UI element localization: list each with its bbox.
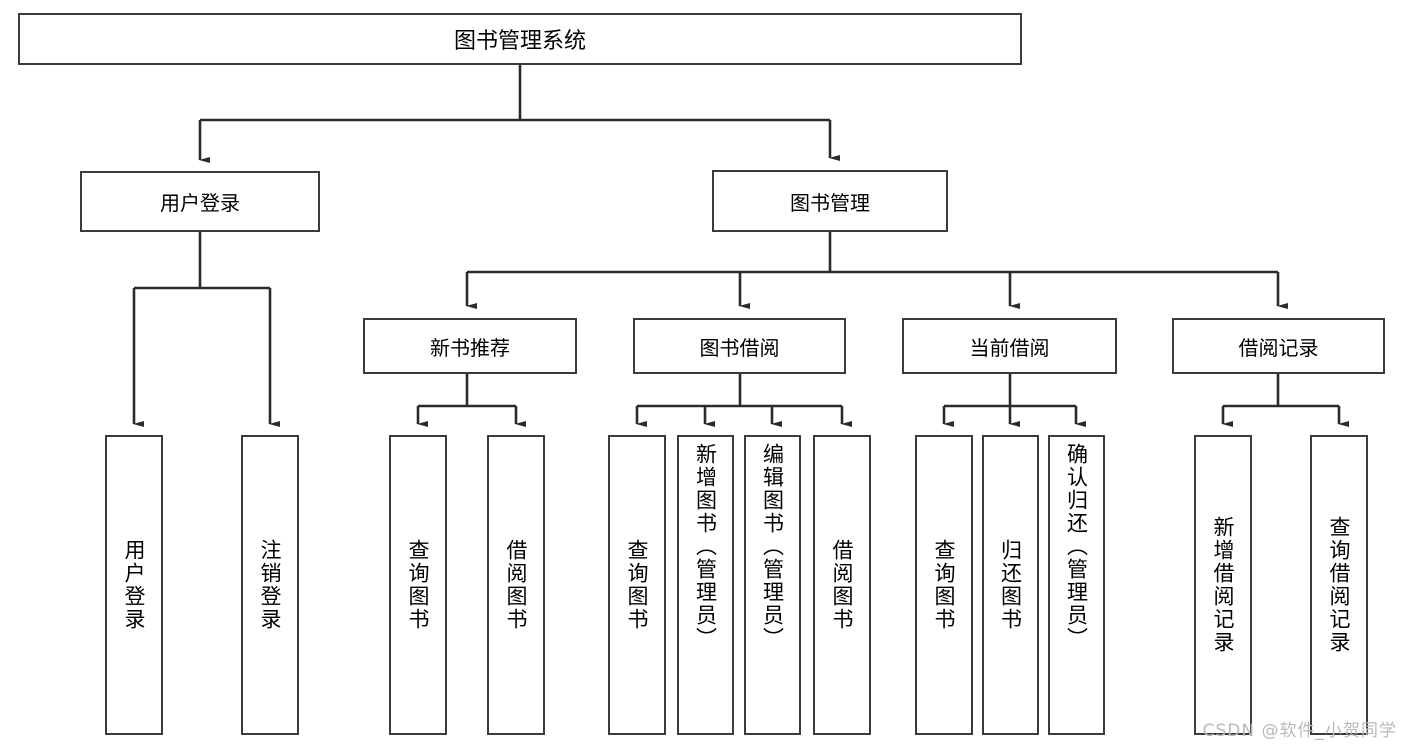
leaf-book-borrow-query[interactable]: 查询图书	[608, 435, 666, 735]
watermark: CSDN @软件_小贺同学	[1202, 721, 1397, 741]
node-label: 借阅记录	[1238, 335, 1319, 360]
node-label: 确认归还（管理员）	[1064, 443, 1089, 650]
node-label: 新增图书（管理员）	[693, 443, 718, 650]
node-current-borrow[interactable]: 当前借阅	[902, 318, 1117, 374]
leaf-borrow-record-query[interactable]: 查询借阅记录	[1310, 435, 1368, 735]
node-label: 注销登录	[258, 539, 283, 631]
node-label: 用户登录	[160, 191, 240, 215]
leaf-book-borrow-borrow[interactable]: 借阅图书	[813, 435, 871, 735]
node-label: 编辑图书（管理员）	[760, 443, 785, 650]
node-label: 查询图书	[625, 539, 650, 631]
node-user-login[interactable]: 用户登录	[80, 171, 320, 232]
node-root-system[interactable]: 图书管理系统	[18, 13, 1022, 65]
node-label: 查询图书	[406, 539, 431, 631]
leaf-new-book-query[interactable]: 查询图书	[389, 435, 447, 735]
leaf-current-borrow-confirm-return[interactable]: 确认归还（管理员）	[1048, 435, 1105, 735]
leaf-current-borrow-query[interactable]: 查询图书	[915, 435, 973, 735]
node-label: 用户登录	[122, 539, 147, 631]
leaf-user-login-login[interactable]: 用户登录	[105, 435, 163, 735]
node-label: 当前借阅	[969, 335, 1050, 360]
node-new-book-recommend[interactable]: 新书推荐	[363, 318, 577, 374]
node-label: 图书管理系统	[453, 29, 586, 54]
node-label: 新书推荐	[430, 335, 510, 360]
node-label: 查询借阅记录	[1327, 516, 1352, 654]
leaf-borrow-record-add[interactable]: 新增借阅记录	[1194, 435, 1252, 735]
node-label: 归还图书	[998, 539, 1023, 631]
leaf-user-login-logout[interactable]: 注销登录	[241, 435, 299, 735]
node-borrow-record[interactable]: 借阅记录	[1172, 318, 1385, 374]
node-label: 图书管理	[790, 190, 870, 215]
node-book-borrow[interactable]: 图书借阅	[633, 318, 846, 374]
leaf-book-borrow-edit[interactable]: 编辑图书（管理员）	[744, 435, 801, 735]
node-label: 图书借阅	[699, 335, 780, 360]
leaf-book-borrow-add[interactable]: 新增图书（管理员）	[677, 435, 734, 735]
node-label: 借阅图书	[830, 539, 855, 631]
leaf-current-borrow-return[interactable]: 归还图书	[982, 435, 1039, 735]
node-label: 查询图书	[932, 539, 957, 631]
node-book-management[interactable]: 图书管理	[712, 170, 948, 232]
node-label: 新增借阅记录	[1211, 516, 1236, 654]
leaf-new-book-borrow[interactable]: 借阅图书	[487, 435, 545, 735]
node-label: 借阅图书	[504, 539, 529, 631]
